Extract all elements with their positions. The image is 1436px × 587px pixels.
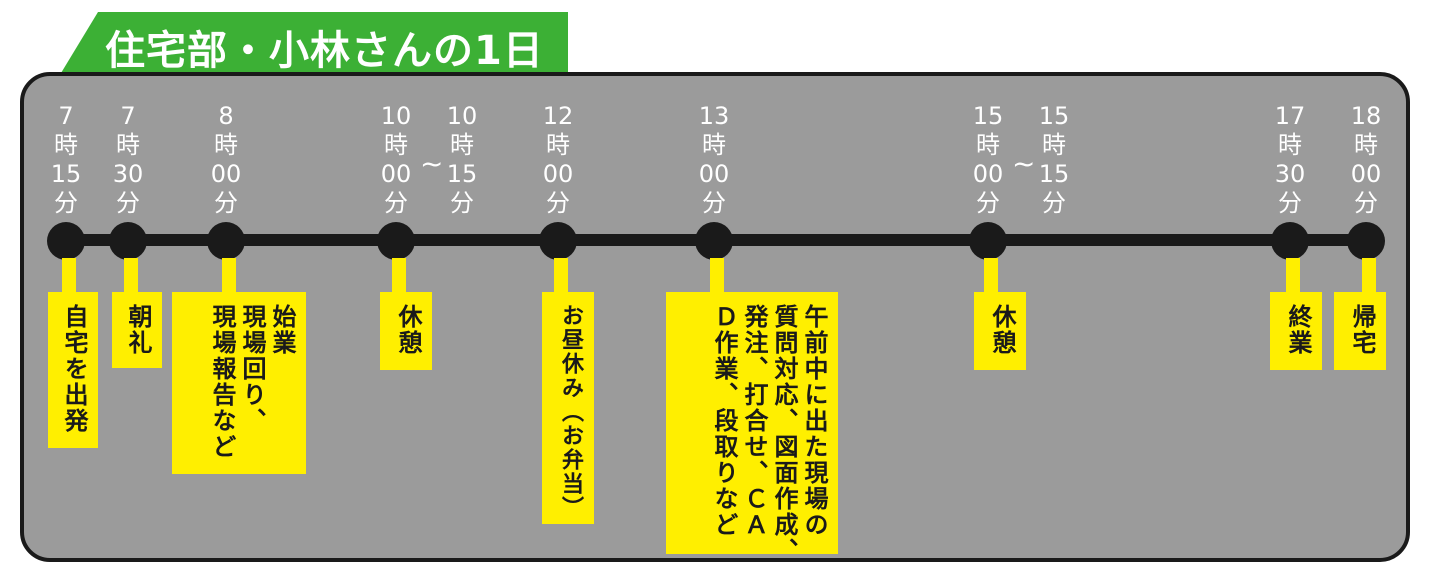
event-label: 終業 [1270, 292, 1322, 370]
callout-pointer [554, 258, 568, 298]
event-label: 始業 現場回り、 現場報告など [172, 292, 306, 474]
event-label: 帰宅 [1334, 292, 1386, 370]
callout-pointer [1362, 258, 1376, 298]
timeline-dot [109, 222, 147, 260]
range-tilde: ~ [1012, 147, 1036, 180]
title-tab [58, 12, 568, 78]
callout-pointer [124, 258, 138, 298]
page-title: 住宅部・小林さんの1日 [105, 28, 544, 74]
timeline-dot [539, 222, 577, 260]
event-label: お昼休み（お弁当） [542, 292, 594, 524]
event-label: 休憩 [380, 292, 432, 370]
timeline-dot [1271, 222, 1309, 260]
callout-pointer [392, 258, 406, 298]
callout-pointer [984, 258, 998, 298]
callout-pointer [62, 258, 76, 298]
timeline-dot [47, 222, 85, 260]
callout-pointer [710, 258, 724, 298]
timeline-dot [1347, 222, 1385, 260]
timeline-dot [377, 222, 415, 260]
timeline-dot [695, 222, 733, 260]
event-label: 休憩 [974, 292, 1026, 370]
callout-pointer [222, 258, 236, 298]
event-label: 自宅を出発 [48, 292, 98, 448]
event-label: 午前中に出た現場の 質問対応、図面作成、 発注、打合せ、ＣＡ Ｄ作業、段取りなど [666, 292, 838, 564]
callout-pointer [1286, 258, 1300, 298]
event-label: 朝礼 [112, 292, 162, 368]
timeline-dot [207, 222, 245, 260]
timeline-dot [969, 222, 1007, 260]
range-tilde: ~ [420, 147, 444, 180]
